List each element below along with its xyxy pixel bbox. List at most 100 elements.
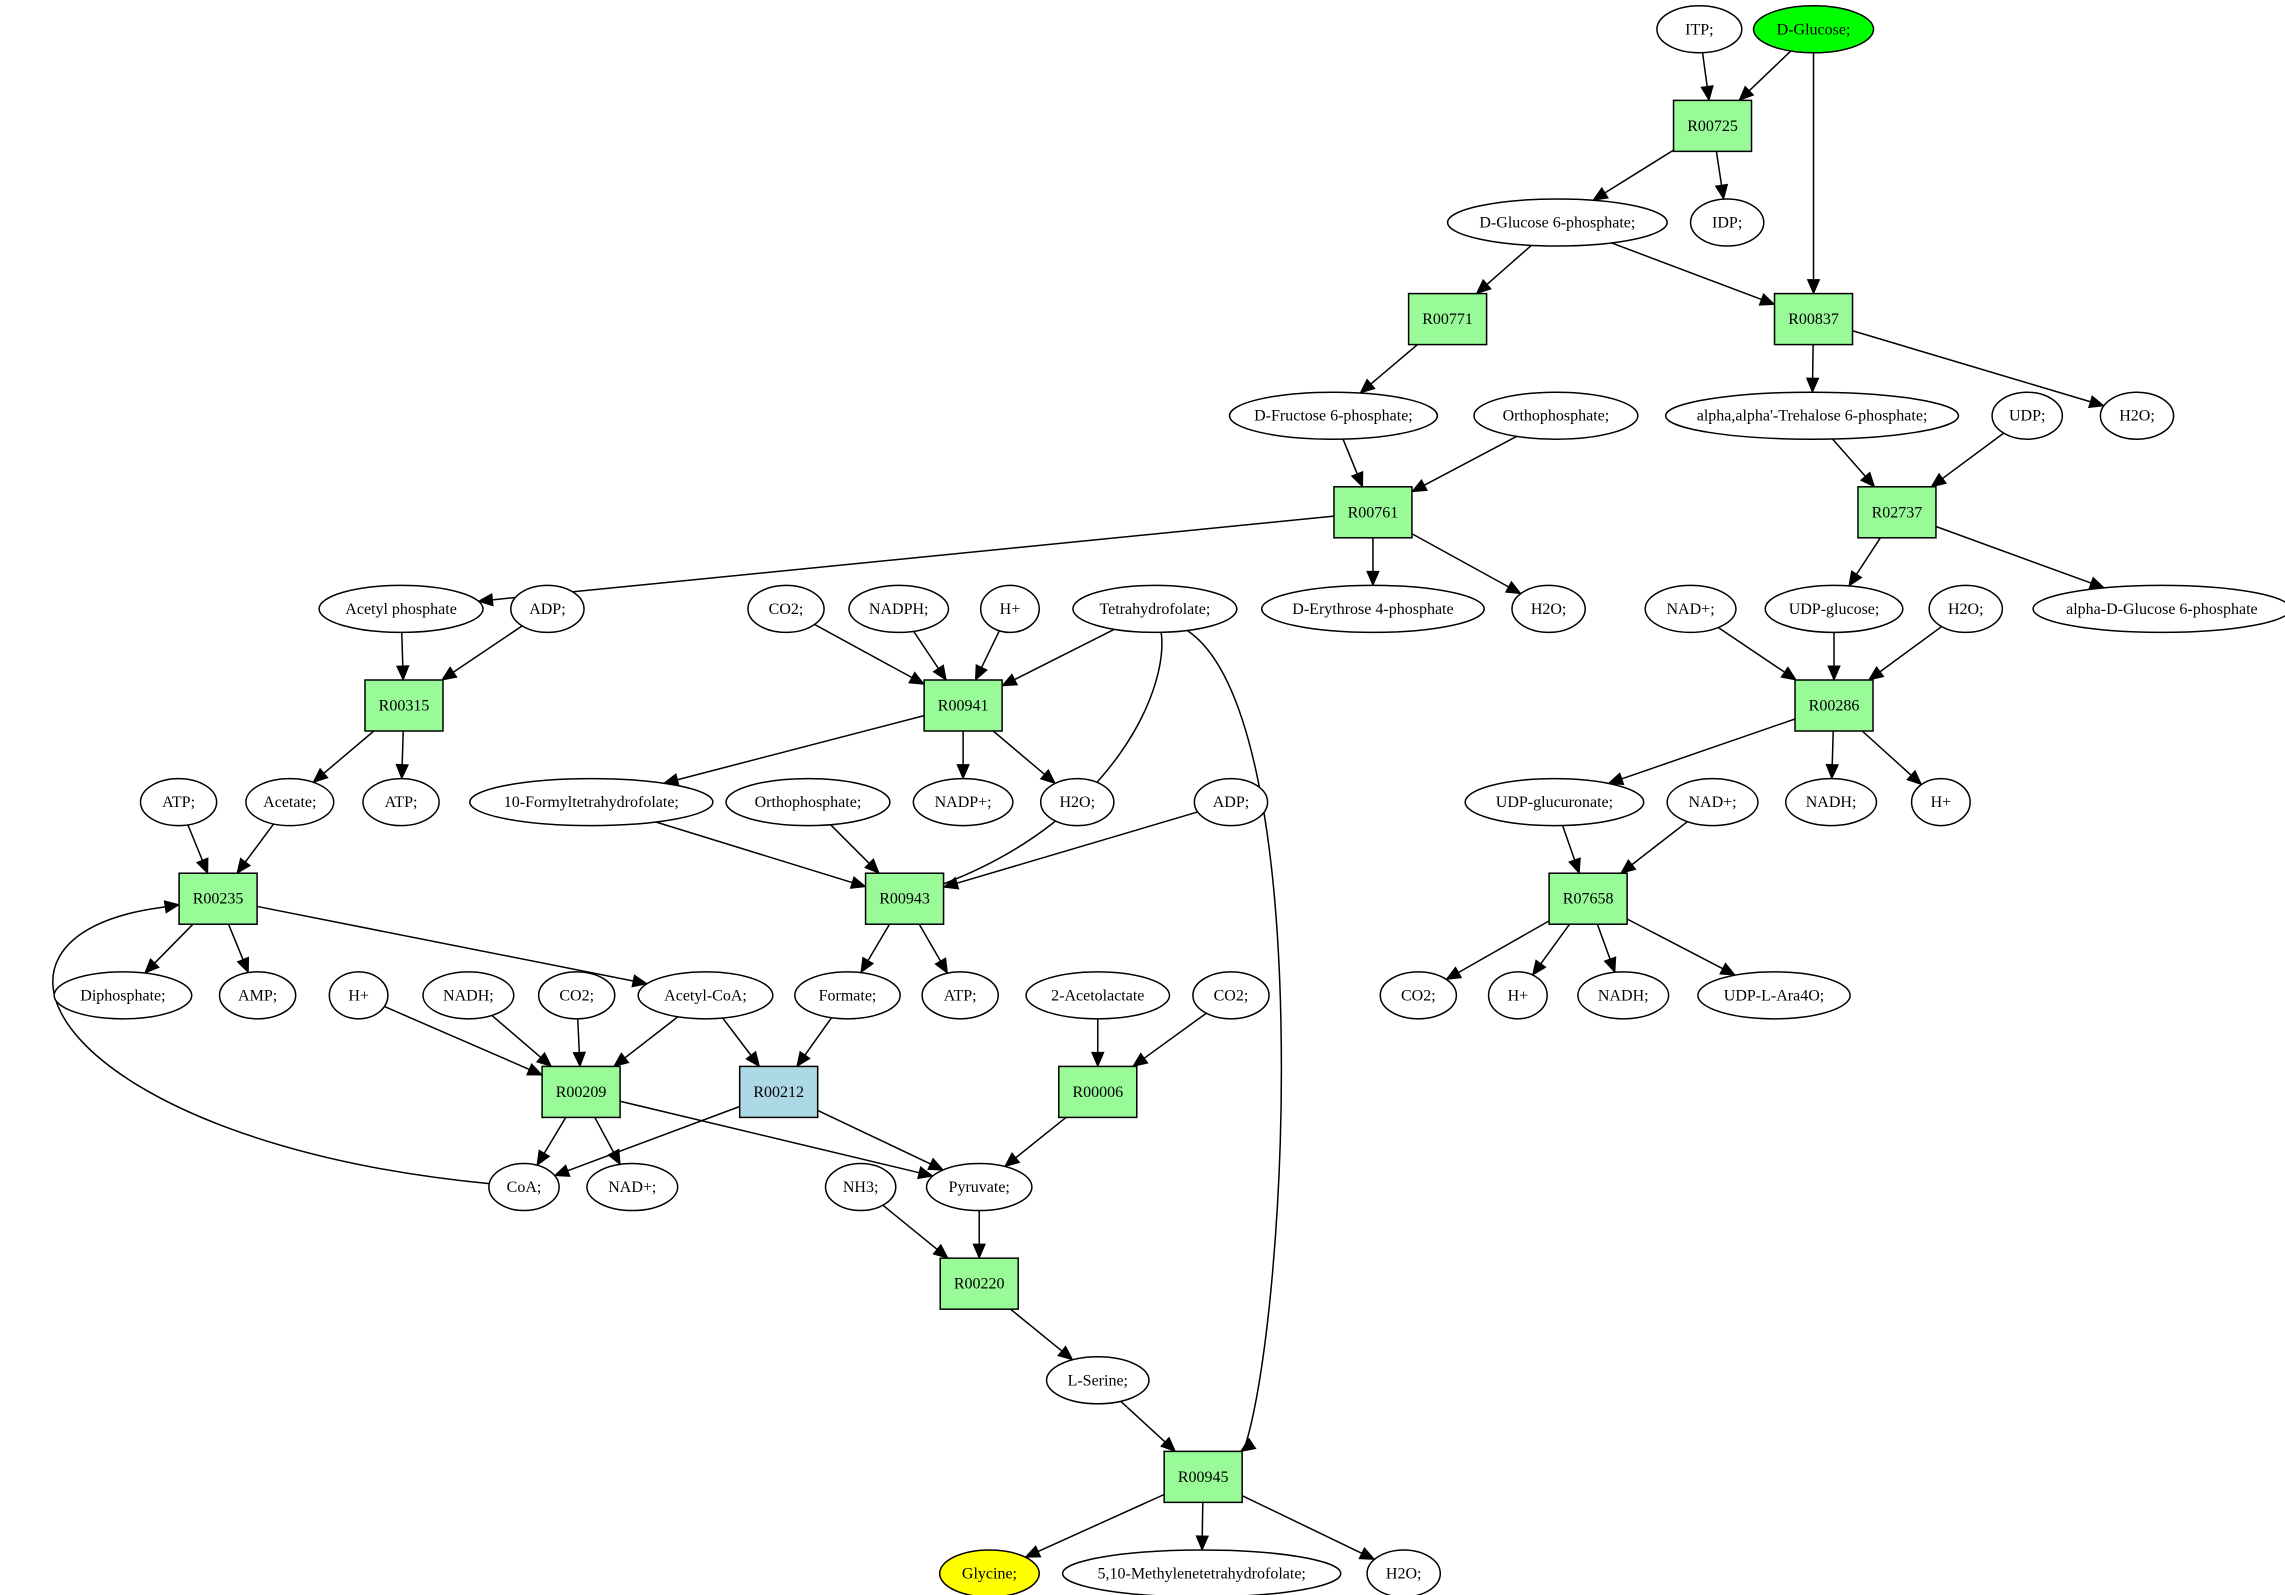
molecule-shape [328, 971, 389, 1020]
molecule-thf: Tetrahydrofolate; [1072, 584, 1238, 634]
arrowhead [536, 1149, 551, 1167]
arrowhead [927, 1157, 945, 1171]
reaction-box [1548, 872, 1628, 925]
edge-line [1423, 435, 1518, 486]
edge-f6p-to-r00761 [1342, 438, 1364, 488]
molecule-label: 10-Formyltetrahydrofolate; [504, 794, 679, 811]
edge-adp1-to-r00315 [440, 625, 523, 681]
molecule-shape [586, 1162, 679, 1212]
edge-co2_a-to-r00941 [814, 623, 926, 685]
edge-R07658-to-nadh_c [1596, 923, 1617, 974]
edge-acetolactate-to-r00006 [1091, 1018, 1105, 1068]
arrowhead [1805, 377, 1820, 394]
molecule-label: H+ [1000, 601, 1021, 618]
arrowhead [1039, 768, 1057, 785]
molecule-hplus_c: H+ [328, 971, 389, 1020]
arrowhead [932, 1243, 949, 1259]
molecule-shape [925, 1162, 1033, 1212]
arrowhead [1758, 292, 1776, 306]
arrowhead [1003, 1152, 1021, 1168]
edge-line [594, 1117, 615, 1153]
edge-line [1015, 1116, 1067, 1159]
edge-pyruvate-to-r00220 [972, 1210, 986, 1260]
molecule-atp_c: ATP; [921, 971, 999, 1020]
edge-line [882, 1204, 938, 1250]
reaction-box [1333, 486, 1413, 539]
edge-line [624, 1016, 679, 1059]
molecule-adp1: ADP; [510, 584, 585, 634]
reaction-label: R00837 [1788, 311, 1839, 328]
molecule-label: H+ [1508, 987, 1529, 1004]
reaction-label: R00220 [954, 1276, 1005, 1293]
molecule-shape [1511, 584, 1586, 634]
reaction-label: R00771 [1422, 311, 1473, 328]
arrowhead [1806, 279, 1821, 295]
edge-line [1241, 1494, 1363, 1554]
molecule-label: UDP; [2009, 408, 2045, 425]
reaction-r02737: R02737 [1857, 486, 1937, 539]
molecule-label: Pyruvate; [949, 1179, 1010, 1196]
arrowhead [1780, 666, 1798, 681]
arrowhead [612, 1052, 630, 1068]
molecule-label: NAD+; [1688, 794, 1736, 811]
molecule-co2_d: CO2; [1379, 971, 1458, 1020]
reaction-r00943: R00943 [864, 872, 945, 925]
reaction-box [1407, 292, 1488, 346]
edge-R07658-to-udpara4o [1626, 918, 1737, 976]
molecule-label: ITP; [1685, 21, 1713, 38]
reaction-label: R00725 [1687, 118, 1738, 135]
molecule-diphosphate: Diphosphate; [53, 971, 193, 1020]
molecule-itp: ITP; [1656, 5, 1743, 54]
molecule-label: L-Serine; [1068, 1372, 1128, 1389]
molecule-acetate: Acetate; [245, 777, 335, 827]
edge-line [1411, 533, 1509, 588]
molecule-shape [53, 971, 193, 1020]
edge-line [830, 824, 870, 864]
edge-acetylp-to-r00315 [396, 632, 410, 682]
reaction-box [738, 1065, 819, 1119]
arrowhead [1366, 570, 1380, 587]
molecule-h2o_a: H2O; [2099, 391, 2175, 440]
molecule-label: UDP-L-Ara4O; [1724, 987, 1824, 1004]
molecule-co2_b: CO2; [537, 971, 616, 1020]
edge-nh3-to-r00220 [882, 1204, 949, 1259]
molecule-label: ADP; [1213, 794, 1249, 811]
edge-line [943, 618, 1163, 885]
edge-line [655, 821, 853, 884]
arrowhead [745, 1050, 761, 1068]
molecule-shape [979, 584, 1040, 634]
molecule-nadh_c: NADH; [1577, 971, 1670, 1020]
reaction-r00315: R00315 [364, 679, 444, 732]
molecule-shape [1464, 777, 1645, 827]
molecule-label: Acetyl phosphate [345, 601, 457, 618]
arrowhead [1359, 378, 1376, 394]
molecule-label: Diphosphate; [80, 987, 165, 1004]
edge-line [1621, 718, 1796, 780]
edge-nadplus_b-to-r07658 [1619, 821, 1688, 874]
arrowhead [1057, 1345, 1074, 1361]
edge-hplus_c-to-r00209 [384, 1005, 544, 1076]
molecule-acetylp: Acetyl phosphate [318, 584, 484, 634]
molecule-shape [1656, 5, 1743, 54]
edge-R00209-to-nadplus_c [594, 1117, 621, 1166]
molecule-pyruvate: Pyruvate; [925, 1162, 1033, 1212]
reaction-box [1163, 1450, 1243, 1504]
edge-line [1852, 330, 2091, 403]
molecule-f6p: D-Fructose 6-phosphate; [1228, 391, 1439, 440]
molecule-label: NADH; [443, 987, 494, 1004]
molecule-shape [488, 1162, 560, 1212]
molecule-shape [245, 777, 335, 827]
molecule-shape [1260, 584, 1485, 634]
edge-R00945-to-methylenethf [1195, 1502, 1210, 1552]
molecule-hplus_d: H+ [1487, 971, 1548, 1020]
reaction-label: R00212 [753, 1084, 804, 1101]
edge-R00941-to-h2o_d [992, 730, 1057, 785]
molecule-shape [725, 777, 891, 827]
arrowhead [1930, 472, 1948, 488]
edge-line [543, 1117, 567, 1154]
reaction-box [923, 679, 1003, 732]
molecule-label: NAD+; [1667, 601, 1715, 618]
edge-R00235-to-amp [227, 923, 250, 974]
edge-line [867, 923, 891, 961]
arrowhead [396, 665, 410, 682]
